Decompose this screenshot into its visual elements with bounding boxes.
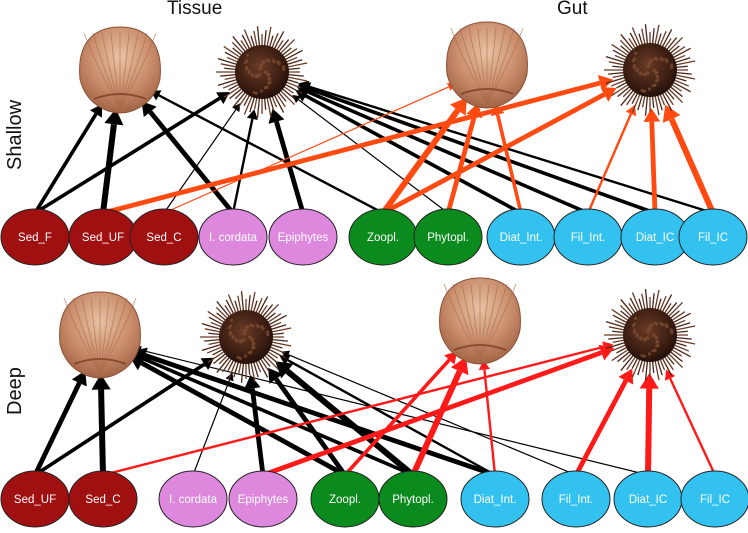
link-shallow-fil_ic-urchin_gut: [662, 104, 716, 215]
link-deep-zoopl-clam_gut: [343, 351, 458, 477]
node-shallow-epiphytes: Epiphytes: [268, 208, 338, 266]
node-deep-epiphytes: Epiphytes: [228, 470, 298, 528]
clam-icon-shallow-clam_tissue: [79, 26, 161, 114]
link-deep-zoopl-urchin_tissue: [268, 367, 347, 477]
urchin-icon-deep-urchin_gut: [604, 289, 696, 381]
header-gut: Gut: [557, 0, 588, 19]
node-deep-icordata: I. cordata: [158, 470, 228, 528]
node-label-shallow-diat_ic: Diat_IC: [636, 232, 674, 244]
link-deep-epiphytes-urchin_tissue: [244, 374, 266, 476]
node-label-shallow-sed_uf: Sed_UF: [82, 232, 124, 244]
header-tissue: Tissue: [167, 0, 223, 19]
node-shallow-sed_uf: Sed_UF: [68, 208, 138, 266]
node-label-shallow-diat_int: Diat_Int.: [500, 232, 543, 244]
consumers-layer: [59, 21, 696, 383]
link-shallow-icordata-clam_tissue: [141, 101, 235, 215]
node-deep-zoopl: Zoopl.: [310, 470, 380, 528]
link-shallow-sed_f-clam_tissue: [33, 103, 103, 214]
node-label-deep-fil_ic: Fil_IC: [700, 494, 730, 506]
node-deep-phytopl: Phytopl.: [378, 470, 448, 528]
urchin-icon-shallow-urchin_gut: [604, 24, 696, 116]
node-label-deep-zoopl: Zoopl.: [329, 494, 361, 506]
link-deep-sed_c-urchin_gut: [102, 341, 614, 477]
link-shallow-diat_ic-urchin_gut: [643, 107, 661, 214]
node-label-shallow-sed_c: Sed_C: [146, 232, 181, 244]
clam-icon-deep-clam_tissue: [59, 291, 141, 379]
node-deep-diat_ic: Diat_IC: [613, 470, 683, 528]
link-shallow-zoopl-urchin_gut: [381, 87, 617, 216]
link-shallow-fil_ic-urchin_tissue: [298, 80, 714, 215]
node-label-deep-diat_int: Diat_Int.: [474, 494, 517, 506]
node-shallow-zoopl: Zoopl.: [348, 208, 418, 266]
link-deep-diat_int-urchin_tissue: [279, 355, 496, 477]
link-shallow-zoopl-clam_gut: [380, 97, 468, 215]
link-shallow-sed_c-clam_gut: [163, 83, 456, 214]
link-deep-fil_int-urchin_gut: [573, 368, 634, 477]
node-label-shallow-fil_int: Fil_Int.: [571, 232, 606, 244]
node-deep-fil_ic: Fil_IC: [680, 470, 748, 528]
node-deep-diat_int: Diat_Int.: [460, 470, 530, 528]
node-label-deep-diat_ic: Diat_IC: [629, 494, 667, 506]
node-shallow-diat_int: Diat_Int.: [486, 208, 556, 266]
link-shallow-epiphytes-urchin_tissue: [268, 108, 306, 214]
link-deep-phytopl-clam_gut: [410, 357, 469, 477]
node-label-deep-epiphytes: Epiphytes: [238, 494, 289, 506]
node-shallow-sed_f: Sed_F: [0, 208, 70, 266]
node-label-shallow-phytopl: Phytopl.: [427, 232, 469, 244]
link-shallow-sed_uf-urchin_gut: [102, 75, 614, 216]
link-deep-fil_ic-urchin_gut: [665, 369, 717, 476]
link-deep-sed_c-clam_tissue: [91, 373, 111, 476]
row-label-deep: Deep: [4, 367, 26, 415]
node-shallow-icordata: I. cordata: [198, 208, 268, 266]
node-label-deep-icordata: I. cordata: [169, 494, 218, 506]
links-layer: [32, 75, 717, 478]
link-deep-diat_ic-urchin_gut: [639, 372, 659, 476]
node-label-deep-phytopl: Phytopl.: [392, 494, 434, 506]
clam-icon-deep-clam_gut: [439, 277, 521, 365]
node-label-deep-sed_uf: Sed_UF: [14, 494, 56, 506]
node-label-shallow-icordata: I. cordata: [209, 232, 258, 244]
node-label-shallow-fil_ic: Fil_IC: [698, 232, 728, 244]
node-label-shallow-zoopl: Zoopl.: [367, 232, 399, 244]
urchin-icon-shallow-urchin_tissue: [216, 26, 308, 118]
link-shallow-icordata-urchin_tissue: [231, 109, 258, 214]
node-shallow-phytopl: Phytopl.: [413, 208, 483, 266]
link-deep-sed_uf-clam_tissue: [32, 370, 87, 477]
node-shallow-fil_int: Fil_Int.: [553, 208, 623, 266]
node-deep-fil_int: Fil_Int.: [541, 470, 611, 528]
row-label-shallow: Shallow: [4, 99, 26, 170]
node-shallow-sed_c: Sed_C: [129, 208, 199, 266]
clam-icon-shallow-clam_gut: [446, 21, 528, 109]
urchin-icon-deep-urchin_tissue: [200, 291, 292, 383]
node-shallow-fil_ic: Fil_IC: [678, 208, 748, 266]
node-label-deep-sed_c: Sed_C: [85, 494, 120, 506]
link-shallow-fil_int-urchin_gut: [586, 104, 637, 214]
node-label-deep-fil_int: Fil_Int.: [559, 494, 594, 506]
link-deep-diat_int-clam_gut: [478, 359, 497, 476]
node-label-shallow-sed_f: Sed_F: [18, 232, 52, 244]
link-deep-epiphytes-urchin_gut: [262, 344, 615, 478]
node-deep-sed_uf: Sed_UF: [0, 470, 70, 528]
node-deep-sed_c: Sed_C: [68, 470, 138, 528]
node-label-shallow-epiphytes: Epiphytes: [278, 232, 329, 244]
